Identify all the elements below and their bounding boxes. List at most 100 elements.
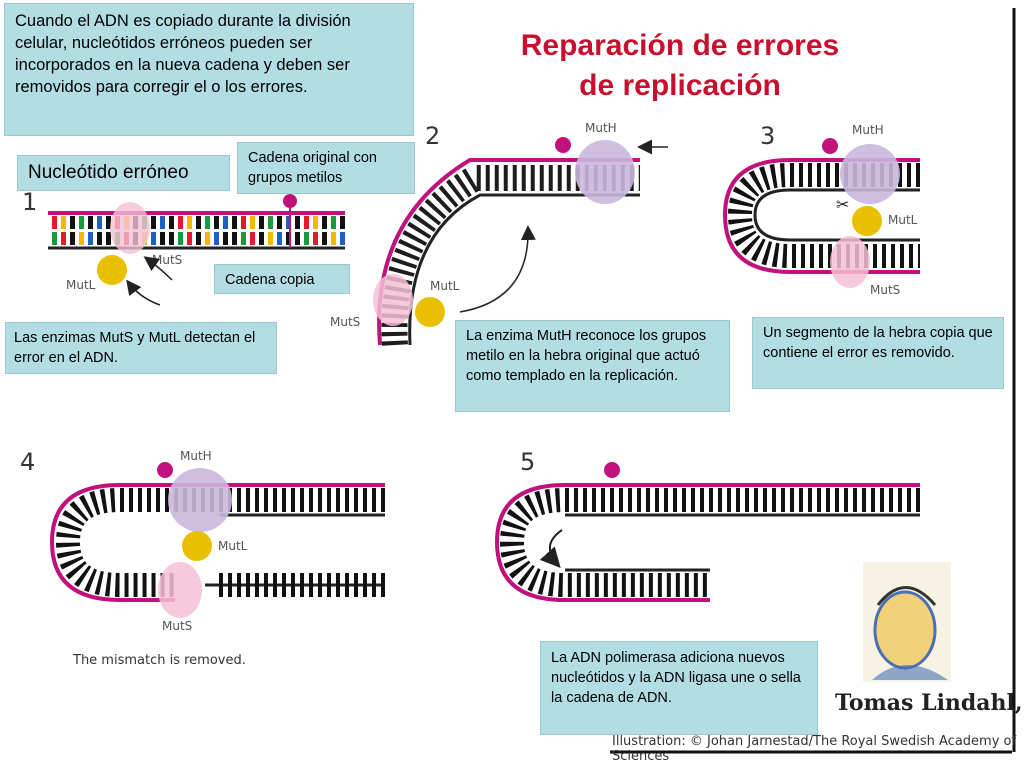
step-4-diagram: 4 MutH MutL MutS [20,448,385,633]
step-3-diagram: 3 MutH MutL MutS ✂ [722,122,920,297]
muts-label: MutS [162,619,192,633]
base [178,232,183,245]
base [223,216,228,229]
base [214,232,219,245]
base [160,232,165,245]
muth-protein [168,468,232,532]
step-3-caption: Un segmento de la hebra copia que contie… [752,317,1004,389]
base [205,232,210,245]
mutl-label: MutL [888,213,918,227]
base [277,232,282,245]
base [250,232,255,245]
arrow [143,256,173,281]
intro-text-box: Cuando el ADN es copiado durante la divi… [4,3,414,136]
mutl-label: MutL [218,539,248,553]
muts-label: MutS [152,253,182,267]
step2-bottom-strand [408,193,640,346]
base [151,216,156,229]
base [340,216,345,229]
illustration-credit: Illustration: © Johan Jarnestad/The Roya… [612,734,1017,764]
base [250,216,255,229]
step4-base-pairs [55,488,385,597]
methyl-group [555,137,571,153]
step-5-diagram: 5 [494,448,920,602]
cadena-copia-label: Cadena copia [214,264,350,294]
arrow [459,225,536,313]
step-2-number: 2 [425,122,440,150]
base [331,216,336,229]
base [151,232,156,245]
base [286,216,291,229]
base [295,216,300,229]
mutl-label: MutL [66,278,96,292]
step5-inner-strand [565,513,920,572]
base [169,216,174,229]
muth-label: MutH [585,121,617,135]
base [106,216,111,229]
base [187,216,192,229]
base [88,216,93,229]
polymerase-arrow [539,529,563,568]
muth-protein [840,144,900,204]
muts-protein [158,562,202,618]
base [322,232,327,245]
step-5-number: 5 [520,448,535,476]
step1-base-pairs [52,216,345,245]
base [178,216,183,229]
step-2-caption: La enzima MutH reconoce los grupos metil… [455,320,730,412]
base [277,216,282,229]
mutl-protein [182,531,212,561]
muts-label: MutS [870,283,900,297]
methyl-group [283,194,297,208]
step-1-number: 1 [22,188,37,216]
base [70,232,75,245]
step-5-caption: La ADN polimerasa adiciona nuevos nucleó… [540,641,818,735]
muth-label: MutH [180,449,212,463]
base [232,216,237,229]
methyl-group [822,138,838,154]
mismatch-removed-text: The mismatch is removed. [73,653,246,668]
base [259,216,264,229]
base [286,232,291,245]
base [52,232,57,245]
base [187,232,192,245]
methyl-group [604,462,620,478]
mutl-label: MutL [430,279,460,293]
base [97,216,102,229]
base [313,216,318,229]
portrait-face [873,590,937,670]
base [70,216,75,229]
muts-protein [373,274,413,326]
base [106,232,111,245]
step-4-number: 4 [20,448,35,476]
base [196,216,201,229]
page-title: Reparación de errores de replicación [520,29,840,102]
base [340,232,345,245]
base [304,232,309,245]
mutl-protein [415,297,445,327]
nucleotido-erroneo-label: Nucleótido erróneo [17,155,230,191]
base [295,232,300,245]
base [232,232,237,245]
base [169,232,174,245]
base [331,232,336,245]
base [268,232,273,245]
base [205,216,210,229]
muts-label: MutS [330,315,360,329]
cadena-original-label: Cadena original con grupos metilos [237,142,415,194]
step3-inner-strand [753,188,920,242]
step5-base-pairs [499,488,920,597]
muth-protein [575,140,635,204]
base [97,232,102,245]
base [79,216,84,229]
portrait [863,562,951,682]
base [196,232,201,245]
portrait-name: Tomas Lindahl, [835,690,1023,716]
base [160,216,165,229]
base [241,216,246,229]
base [61,216,66,229]
methyl-group [157,462,173,478]
step-3-number: 3 [760,122,775,150]
step-1-caption: Las enzimas MutS y MutL detectan el erro… [5,322,277,374]
